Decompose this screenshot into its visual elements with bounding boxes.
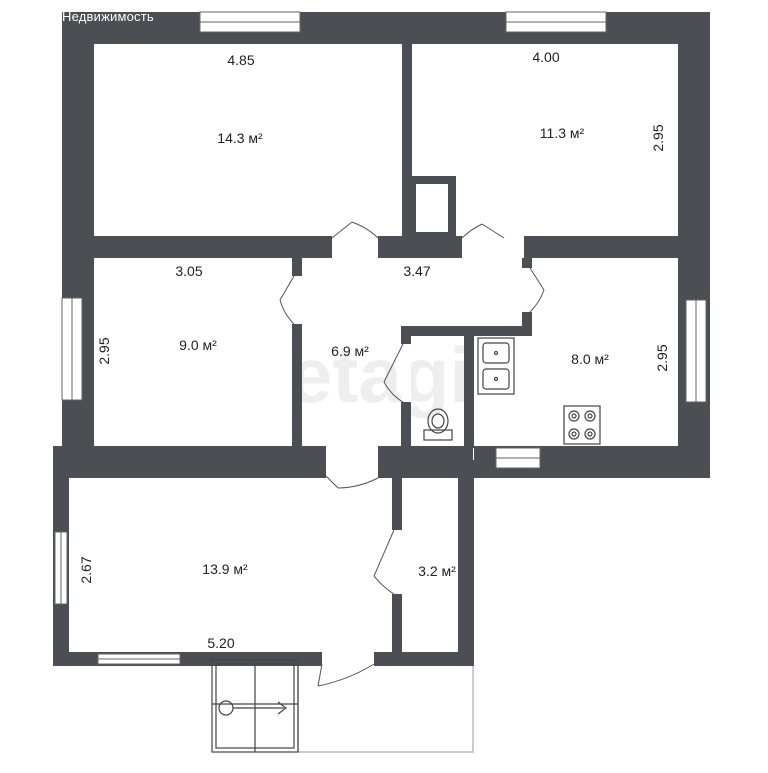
dimension-label: 3.47 (403, 263, 430, 279)
wall-room3-right (292, 258, 302, 448)
watermark-text: etagi (289, 331, 471, 419)
dimension-label: 2.95 (96, 337, 112, 364)
door-swings (279, 221, 545, 687)
room-area-label: 6.9 м² (331, 343, 369, 359)
wall-mid-horizontal (94, 236, 678, 258)
dimension-labels: 4.85 4.00 2.95 3.05 2.95 3.47 2.95 2.67 … (78, 49, 670, 651)
ventilation-shaft (408, 176, 456, 240)
room-area-label: 8.0 м² (571, 351, 609, 367)
dimension-label: 4.00 (532, 49, 559, 65)
door-openings (292, 236, 532, 666)
wall-kitchen-left (464, 326, 474, 448)
entry-stairs-icon (211, 659, 299, 753)
double-sink-icon (477, 337, 515, 395)
dimension-label: 2.95 (654, 344, 670, 371)
room-area-label: 13.9 м² (202, 561, 248, 577)
site-label: Недвижимость (62, 9, 154, 24)
dimension-label: 2.95 (650, 124, 666, 151)
windows (54, 11, 707, 665)
door-room2 (461, 223, 505, 239)
dimension-label: 2.67 (78, 556, 94, 583)
room-labels: 14.3 м² 11.3 м² 9.0 м² 6.9 м² 8.0 м² 13.… (179, 125, 609, 579)
toilet-icon (423, 408, 453, 441)
wall-top-divider (402, 44, 412, 240)
dimension-label: 5.20 (207, 635, 234, 651)
room-area-label: 9.0 м² (179, 337, 217, 353)
room-area-label: 11.3 м² (540, 125, 585, 141)
wall-left (62, 12, 94, 478)
room-area-label: 14.3 м² (217, 130, 263, 146)
door-room1 (331, 221, 379, 239)
wall-right-lower (458, 460, 474, 666)
door-room3 (279, 275, 295, 325)
wall-lower-horizontal (53, 446, 473, 478)
door-bath (383, 343, 404, 403)
wall-right (678, 12, 710, 478)
door-hall (325, 475, 379, 489)
door-storage (373, 529, 395, 595)
stove-icon (563, 405, 601, 445)
door-kitchen (529, 267, 545, 313)
porch (297, 666, 474, 753)
dimension-label: 3.05 (175, 263, 202, 279)
room-area-label: 3.2 м² (418, 563, 456, 579)
dimension-label: 4.85 (227, 52, 254, 68)
door-entrance (317, 663, 375, 687)
wall-top (62, 12, 710, 44)
